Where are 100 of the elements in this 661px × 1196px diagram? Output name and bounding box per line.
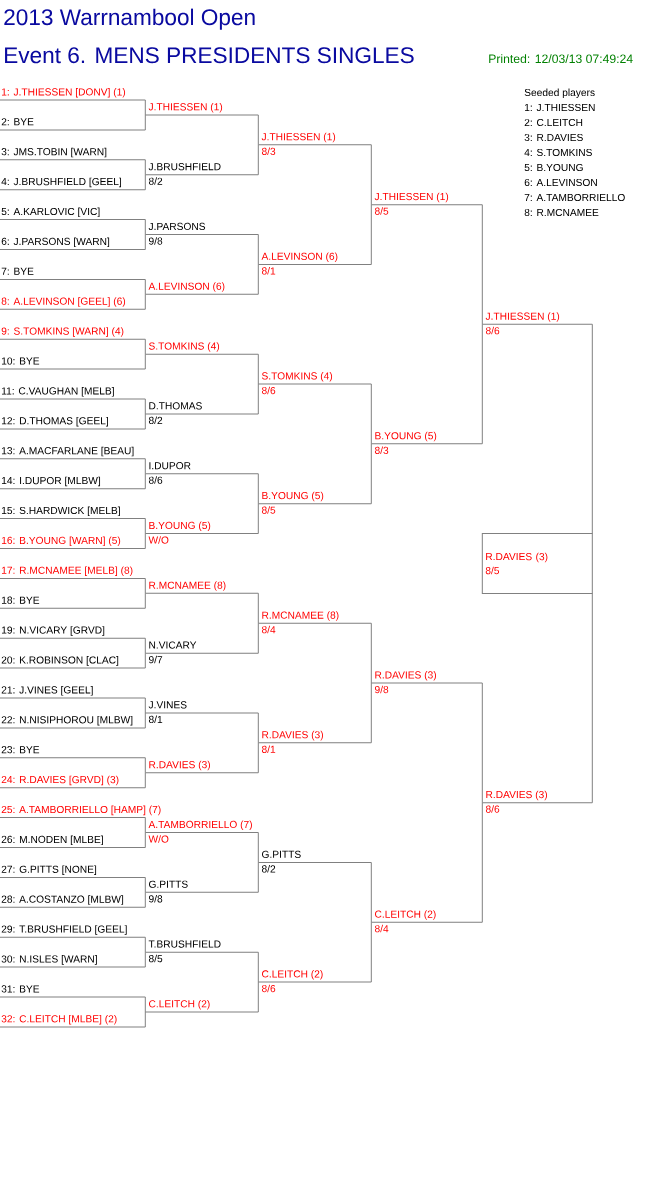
match-score: 8/4	[261, 625, 276, 634]
player-name: A.LEVINSON (6)	[148, 282, 225, 292]
player-name: T.BRUSHFIELD	[148, 940, 221, 948]
player-name: 24: R.DAVIES [GRVD] (3)	[1, 775, 119, 786]
bracket-connector	[257, 144, 259, 176]
bracket-connector	[144, 278, 146, 295]
player-name: J.VINES	[148, 701, 187, 709]
bracket-connector	[257, 383, 259, 415]
bracket-connector	[144, 293, 146, 310]
player-name: R.MCNAMEE (8)	[149, 581, 226, 591]
match-score: 8/6	[148, 476, 163, 484]
player-name: R.DAVIES (3)	[375, 671, 436, 681]
bracket-connector	[144, 533, 146, 549]
player-name: 20: K.ROBINSON [CLAC]	[1, 656, 119, 666]
match-score: 8/5	[261, 506, 276, 514]
bracket-connector	[370, 204, 372, 265]
match-score: 8/5	[374, 207, 389, 215]
player-name: A.LEVINSON (6)	[261, 252, 338, 262]
bracket-connector	[257, 981, 259, 1013]
player-name: 12: D.THOMAS [GEEL]	[2, 416, 108, 427]
bracket-connector	[144, 518, 146, 535]
bracket-connector	[591, 592, 593, 804]
match-score: 9/7	[148, 655, 163, 664]
player-name: 30: N.ISLES [WARN]	[1, 955, 97, 965]
player-name: 9: S.TOMKINS [WARN] (4)	[1, 327, 124, 337]
player-name: S.TOMKINS (4)	[148, 342, 220, 352]
match-score: 8/3	[374, 446, 389, 454]
player-name: J.THIESSEN (1)	[261, 132, 336, 143]
player-name: N.VICARY	[149, 641, 197, 649]
bracket-connector	[144, 413, 146, 430]
player-name: 27: G.PITTS [NONE]	[1, 865, 97, 875]
bracket-connector	[144, 353, 146, 370]
player-name: 18: BYE	[2, 596, 40, 604]
match-score: 9/8	[148, 894, 163, 903]
title: 2013 Warrnambool Open	[4, 8, 255, 30]
player-name: B.YOUNG (5)	[149, 521, 211, 532]
player-name: J.BRUSHFIELD	[148, 163, 221, 171]
seed-list-item: 7: A.TAMBORRIELLO	[524, 193, 625, 202]
bracket-connector	[257, 503, 259, 535]
bracket-connector	[144, 114, 146, 131]
player-name: I.DUPOR	[149, 462, 191, 470]
player-name: 1: J.THIESSEN [DONV] (1)	[2, 88, 126, 98]
bracket-connector	[144, 577, 146, 594]
bracket-connector	[144, 832, 146, 848]
bracket-connector	[144, 817, 146, 834]
player-name: A.TAMBORRIELLO (7)	[148, 820, 252, 831]
player-name: 4: J.BRUSHFIELD [GEEL]	[1, 177, 121, 188]
player-name: D.THOMAS	[149, 402, 202, 410]
bracket-connector	[144, 1011, 146, 1028]
player-name: 2: BYE	[1, 118, 34, 126]
bracket-connector	[481, 323, 483, 445]
match-score: 9/8	[375, 685, 389, 694]
bracket-connector	[144, 891, 146, 908]
subtitle: Event 6. MENS PRESIDENTS SINGLES	[5, 47, 414, 64]
bracket-connector	[144, 712, 146, 729]
bracket-connector	[481, 682, 483, 804]
player-name: J.THIESSEN (1)	[485, 312, 560, 322]
bracket-connector	[370, 921, 372, 983]
bracket-connector	[481, 204, 483, 325]
player-name: R.DAVIES (3)	[486, 790, 547, 801]
bracket-connector	[370, 682, 372, 744]
winner-box: R.DAVIES (3) 8/5	[481, 532, 593, 594]
player-name: 23: BYE	[1, 746, 40, 754]
bracket-connector	[144, 234, 146, 250]
match-score: 8/2	[148, 416, 163, 425]
bracket-connector	[144, 159, 146, 176]
bracket-connector	[144, 772, 146, 789]
player-name: 17: R.MCNAMEE [MELB] (8)	[2, 566, 133, 576]
bracket-connector	[370, 443, 372, 505]
player-name: G.PITTS	[262, 850, 301, 858]
seed-list-item: 1: J.THIESSEN	[525, 103, 595, 112]
bracket-connector	[591, 323, 593, 534]
bracket-connector	[257, 951, 259, 983]
match-score: 8/6	[485, 805, 500, 813]
bracket-connector	[144, 398, 146, 415]
bracket-connector	[257, 622, 259, 654]
player-name: B.YOUNG (5)	[375, 431, 437, 442]
bracket-connector	[144, 174, 146, 191]
bracket-connector	[370, 383, 372, 445]
player-name: C.LEITCH (2)	[149, 999, 210, 1010]
bracket-connector	[481, 802, 483, 923]
match-score: 8/6	[485, 326, 500, 335]
match-score: 8/6	[261, 386, 276, 395]
match-score: 8/4	[374, 924, 389, 933]
player-name: S.TOMKINS (4)	[261, 372, 333, 382]
match-score: 8/6	[261, 984, 276, 993]
bracket-connector	[144, 876, 146, 893]
match-score: 8/1	[261, 267, 276, 275]
player-name: 25: A.TAMBORRIELLO [HAMP] (7)	[1, 805, 161, 816]
bracket-connector	[144, 757, 146, 774]
bracket-connector	[144, 338, 146, 355]
player-name: B.YOUNG (5)	[262, 491, 324, 502]
player-name: 19: N.VICARY [GRVD]	[2, 626, 105, 636]
match-score: 9/8	[148, 237, 163, 245]
match-score: 8/3	[261, 147, 276, 155]
player-name: 29: T.BRUSHFIELD [GEEL]	[1, 925, 127, 935]
bracket-connector	[370, 622, 372, 684]
seed-list-item: 4: S.TOMKINS	[524, 148, 592, 157]
bracket-connector	[144, 951, 146, 968]
list-heading: Seeded players	[524, 88, 595, 99]
